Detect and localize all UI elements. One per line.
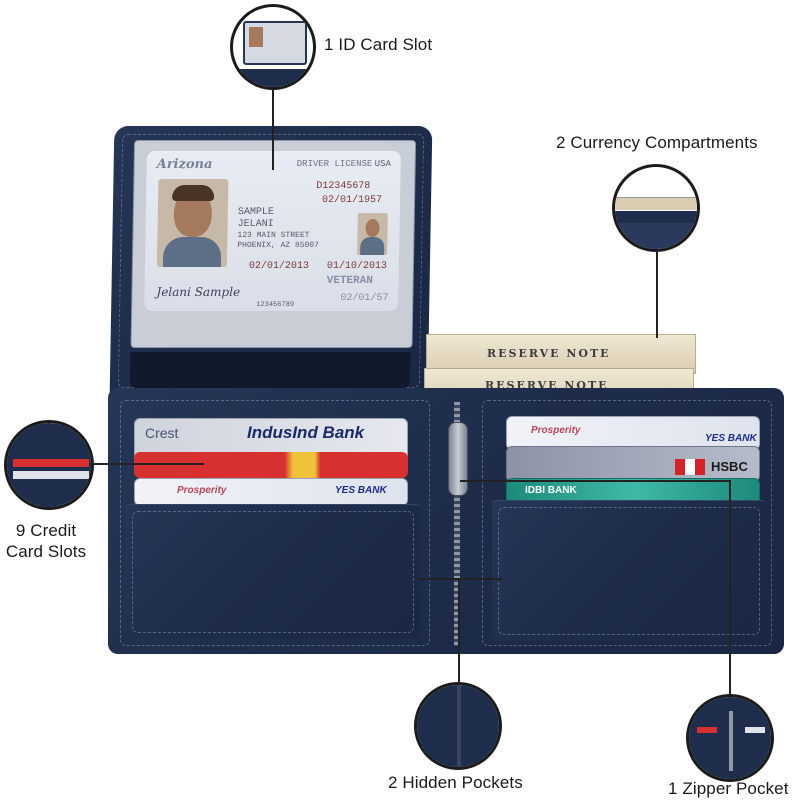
right-card-pocket bbox=[492, 500, 766, 641]
id-exp: 01/10/2013 bbox=[326, 261, 388, 272]
callout-currency-circle bbox=[612, 164, 700, 252]
callout-card-slots-circle bbox=[4, 420, 94, 510]
callout-id-card-slot-circle bbox=[230, 4, 316, 90]
callout-zipper-line-h bbox=[460, 480, 730, 482]
id-photo bbox=[156, 179, 229, 267]
callout-zipper-pocket-circle bbox=[686, 694, 774, 782]
id-dl: D12345678 bbox=[316, 181, 371, 192]
cash-note-1: RESERVE NOTE bbox=[426, 334, 696, 374]
label-zipper-pocket: 1 Zipper Pocket bbox=[668, 779, 789, 798]
id-flap: Arizona DRIVER LICENSE USA D12345678 02/… bbox=[109, 126, 433, 396]
card-indusind-label: IndusInd Bank bbox=[247, 423, 365, 442]
id-type: DRIVER LICENSE bbox=[296, 159, 373, 169]
id-state: Arizona bbox=[156, 157, 213, 172]
card-idbi-label: IDBI BANK bbox=[525, 485, 577, 496]
right-panel: Prosperity YES BANK HSBC IDBI BANK bbox=[482, 400, 772, 646]
card-hsbc-label: HSBC bbox=[711, 459, 748, 474]
left-panel: Crest IndusInd Bank Prosperity YES BANK bbox=[120, 400, 430, 646]
id-window: Arizona DRIVER LICENSE USA D12345678 02/… bbox=[130, 140, 417, 348]
id-card: Arizona DRIVER LICENSE USA D12345678 02/… bbox=[144, 151, 401, 311]
credit-card-hsbc: HSBC bbox=[506, 446, 760, 482]
id-dob: 02/01/1957 bbox=[321, 195, 383, 206]
id-flap-pocket bbox=[129, 352, 411, 388]
label-id-card-slot: 1 ID Card Slot bbox=[324, 35, 433, 54]
callout-currency-line bbox=[656, 252, 658, 338]
callout-id-line bbox=[272, 90, 274, 170]
credit-card-yes-left: Prosperity YES BANK bbox=[134, 478, 408, 506]
zipper-track bbox=[454, 402, 460, 646]
id-name1: SAMPLE bbox=[237, 207, 274, 218]
label-hidden-pockets: 2 Hidden Pockets bbox=[388, 773, 523, 792]
card-crest-label: Crest bbox=[145, 425, 179, 441]
id-small-date: 02/01/57 bbox=[340, 293, 389, 304]
cash-note-1-text: RESERVE NOTE bbox=[487, 347, 611, 360]
credit-card-yes-right: Prosperity YES BANK bbox=[506, 416, 760, 450]
label-credit-card-slots: 9 Credit Card Slots bbox=[5, 521, 87, 561]
label-currency-compartments: 2 Currency Compartments bbox=[556, 133, 758, 152]
card-prosperity-right: Prosperity bbox=[531, 425, 581, 436]
hsbc-logo-mark bbox=[675, 459, 705, 475]
callout-zipper-line-v bbox=[729, 480, 731, 694]
zipper-pull[interactable] bbox=[448, 422, 468, 496]
callout-hidden-line-v bbox=[458, 578, 460, 682]
callout-hidden-pockets-circle bbox=[414, 682, 502, 770]
card-yes-left-label: YES BANK bbox=[335, 485, 387, 496]
callout-card-slots-line bbox=[94, 463, 204, 465]
card-yes-right-label: YES BANK bbox=[705, 433, 757, 444]
id-small-photo bbox=[357, 213, 388, 255]
id-veteran: VETERAN bbox=[326, 275, 373, 287]
id-country: USA bbox=[374, 159, 391, 169]
id-number: 123456789 bbox=[256, 301, 295, 309]
id-address1: 123 MAIN STREET bbox=[237, 231, 310, 240]
id-iss: 02/01/2013 bbox=[248, 261, 310, 272]
credit-card-red bbox=[134, 452, 408, 478]
callout-hidden-line-h bbox=[420, 578, 502, 580]
id-address2: PHOENIX, AZ 85007 bbox=[237, 241, 319, 250]
card-prosperity-left: Prosperity bbox=[177, 485, 227, 496]
left-card-pocket bbox=[126, 504, 420, 639]
id-signature: Jelani Sample bbox=[156, 285, 241, 299]
id-name2: JELANI bbox=[237, 219, 274, 230]
